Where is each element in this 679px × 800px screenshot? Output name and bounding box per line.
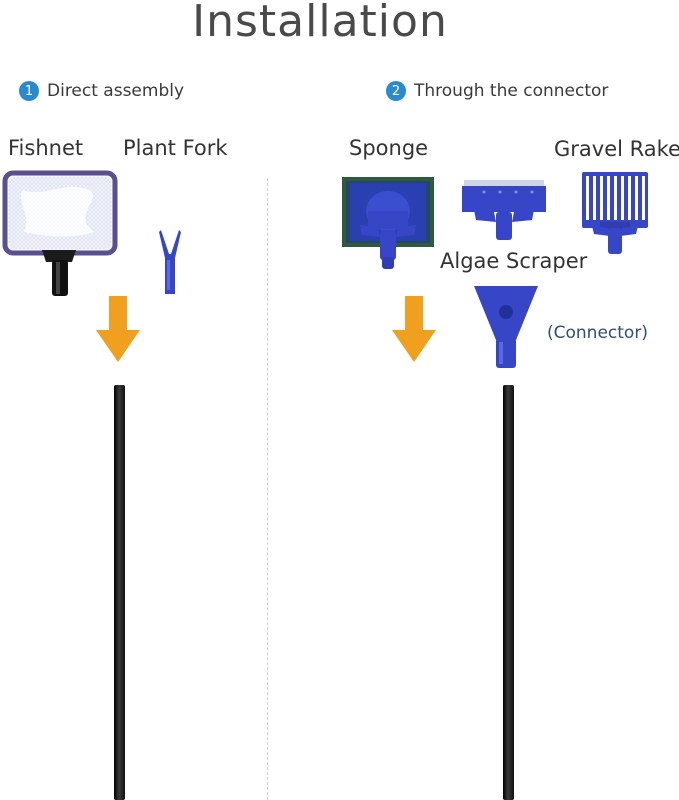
connector-label: (Connector) (547, 323, 648, 343)
step-1-badge: 1 (19, 81, 39, 101)
algae-scraper-label: Algae Scraper (440, 249, 588, 273)
plant-fork-image (159, 230, 181, 294)
down-arrow-icon-left (96, 296, 140, 362)
pole-left (114, 385, 125, 800)
step-1-header: 1 Direct assembly (19, 81, 184, 101)
plant-fork-label: Plant Fork (123, 136, 228, 160)
page-title: Installation (192, 0, 448, 47)
step-2-badge: 2 (386, 81, 406, 101)
down-arrow-icon-right (392, 296, 436, 362)
step-2-header: 2 Through the connector (386, 81, 608, 101)
algae-scraper-image (462, 180, 546, 240)
section-divider (267, 178, 268, 800)
sponge-label: Sponge (349, 136, 429, 160)
connector-image (474, 286, 538, 368)
gravel-rake-image (582, 172, 648, 254)
fishnet-label: Fishnet (8, 136, 84, 160)
sponge-image (342, 177, 434, 269)
step-1-label: Direct assembly (47, 81, 185, 101)
pole-right (503, 385, 514, 800)
gravel-rake-label: Gravel Rake (554, 137, 679, 161)
fishnet-image (2, 170, 118, 296)
step-2-label: Through the connector (414, 81, 609, 101)
